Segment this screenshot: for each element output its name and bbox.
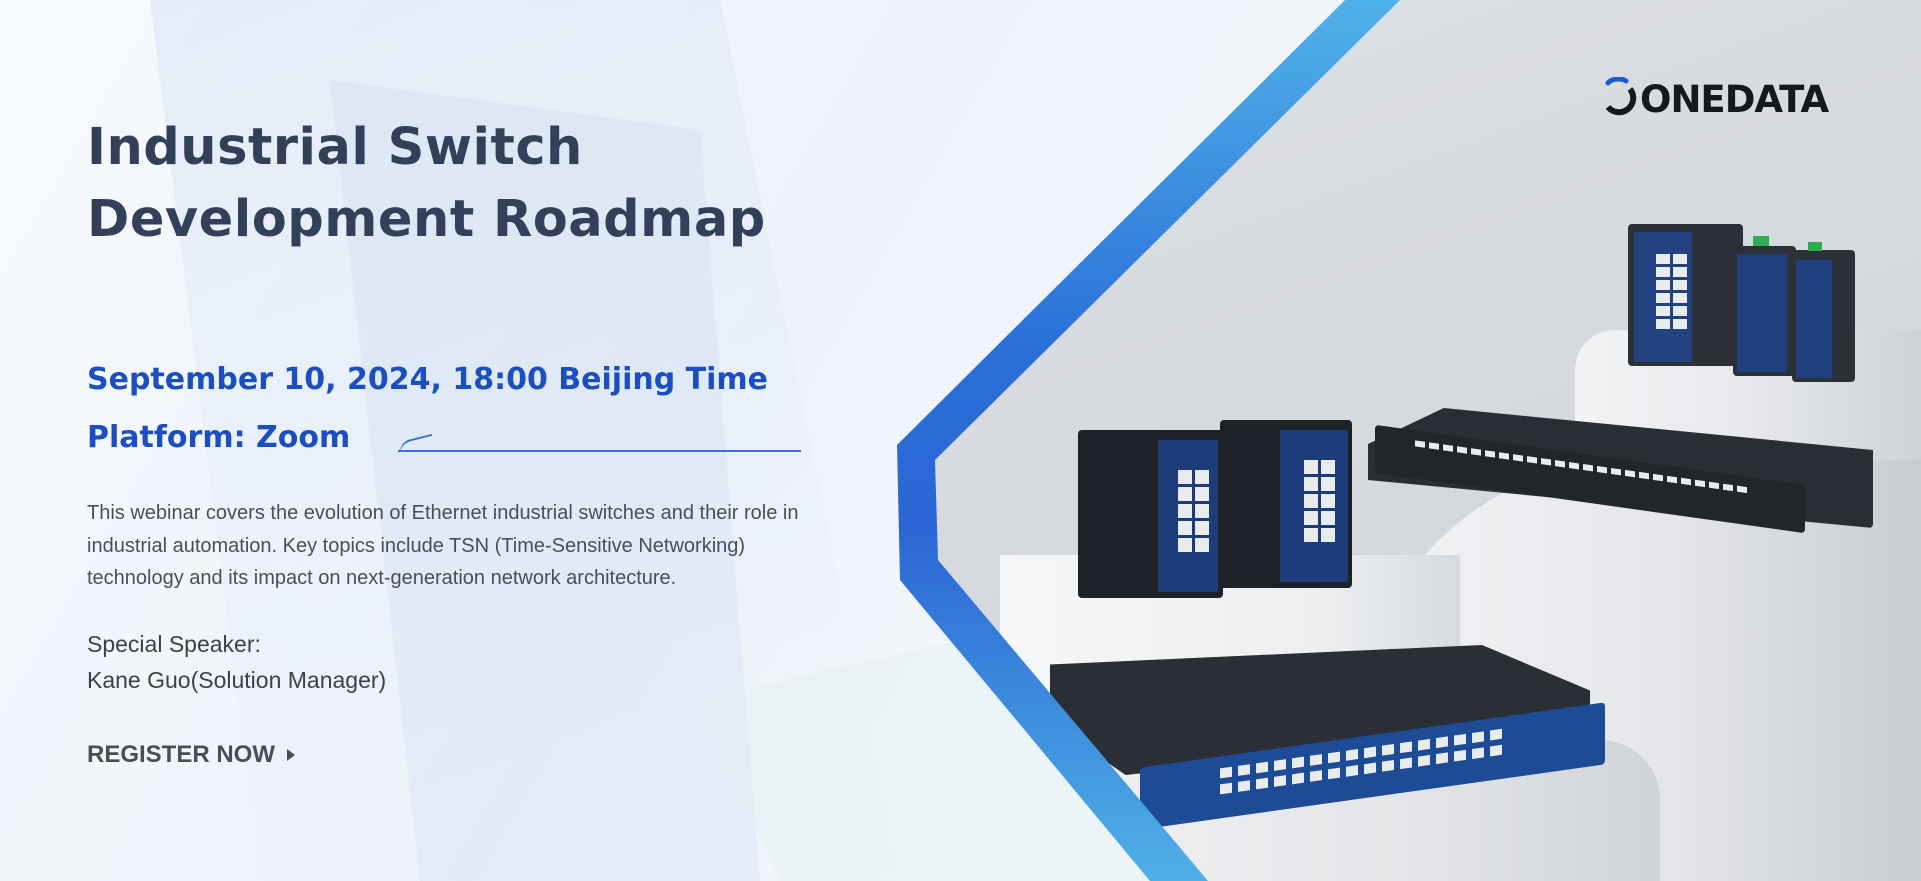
title-line-2: Development Roadmap bbox=[87, 190, 766, 249]
speaker-block: Special Speaker: Kane Guo(Solution Manag… bbox=[87, 626, 587, 698]
event-platform: Platform: Zoom bbox=[87, 420, 351, 455]
register-now-label: REGISTER NOW bbox=[87, 741, 276, 768]
event-datetime: September 10, 2024, 18:00 Beijing Time bbox=[87, 362, 768, 397]
speaker-label: Special Speaker: bbox=[87, 631, 261, 657]
din-switch-left-a bbox=[1078, 430, 1223, 598]
din-switch-large bbox=[1628, 224, 1743, 366]
din-switch-small bbox=[1792, 242, 1855, 382]
onedata-logo: ONEDATA bbox=[1602, 74, 1829, 124]
decorative-rule bbox=[398, 450, 801, 452]
play-arrow-icon bbox=[287, 749, 296, 761]
logo-mark-icon bbox=[1602, 77, 1638, 121]
din-switch-left-b bbox=[1220, 420, 1352, 588]
register-now-button[interactable]: REGISTER NOW bbox=[87, 741, 296, 769]
din-switch-medium bbox=[1733, 236, 1796, 376]
event-description: This webinar covers the evolution of Eth… bbox=[87, 502, 799, 589]
title-line-1: Industrial Switch bbox=[87, 118, 583, 177]
speaker-name: Kane Guo(Solution Manager) bbox=[87, 667, 387, 693]
logo-text: ONEDATA bbox=[1640, 77, 1829, 121]
page-title: Industrial Switch Development Roadmap bbox=[87, 112, 847, 256]
